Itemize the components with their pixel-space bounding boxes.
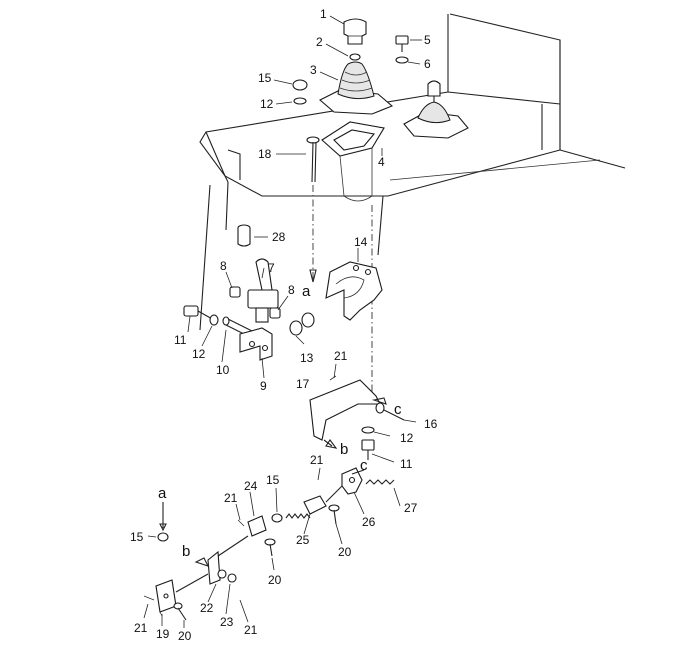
lever-7 xyxy=(247,258,279,323)
callout-15-mid: 15 xyxy=(266,473,280,487)
callout-4: 4 xyxy=(378,155,385,169)
callout-25: 25 xyxy=(296,533,310,547)
callout-28: 28 xyxy=(272,230,286,244)
callout-21-d: 21 xyxy=(244,623,258,637)
leader-lines xyxy=(143,15,422,628)
nut-15-top xyxy=(292,79,308,91)
right-lever-assembly xyxy=(403,80,469,139)
callout-15-bottom: 15 xyxy=(130,530,144,544)
callout-16: 16 xyxy=(424,417,438,431)
marker-a-bottom: a xyxy=(158,485,167,502)
callout-21-b: 21 xyxy=(310,453,324,467)
lever-knob xyxy=(343,18,367,45)
callout-6: 6 xyxy=(424,57,431,71)
callout-13: 13 xyxy=(300,351,314,365)
callout-1: 1 xyxy=(320,7,327,21)
joint-24 xyxy=(247,515,276,557)
callout-labels: 1 2 3 5 6 15 12 4 18 28 14 7 8 8 a 11 12… xyxy=(130,7,438,643)
nut-15-bottom xyxy=(157,532,169,542)
callout-21-c: 21 xyxy=(224,491,238,505)
callout-23: 23 xyxy=(220,615,234,629)
console-panel xyxy=(199,13,626,395)
lever-boot xyxy=(319,61,394,115)
callout-9: 9 xyxy=(260,379,267,393)
bolt-5 xyxy=(395,35,409,52)
rod-18 xyxy=(306,136,320,183)
block-19 xyxy=(155,579,177,617)
callout-5: 5 xyxy=(424,33,431,47)
washer-12-left xyxy=(209,314,219,326)
bolt-11-left xyxy=(183,305,215,321)
bracket-9 xyxy=(239,327,273,361)
callout-20-lower: 20 xyxy=(268,573,282,587)
marker-c-right: c xyxy=(394,401,402,418)
callout-15-top: 15 xyxy=(258,71,272,85)
spacer-28 xyxy=(237,224,251,247)
marker-a-top: a xyxy=(302,283,311,300)
bolt-20-bottom xyxy=(173,602,187,621)
lever-17 xyxy=(309,375,381,441)
arrow-a xyxy=(309,269,317,283)
callout-19: 19 xyxy=(156,627,170,641)
marker-b-bottom: b xyxy=(182,543,190,560)
clevis-22 xyxy=(207,550,237,585)
callout-7: 7 xyxy=(268,261,275,275)
marker-b-mid: b xyxy=(340,441,348,458)
callout-12-top: 12 xyxy=(260,97,274,111)
boot-plate-4 xyxy=(321,121,385,202)
callout-20-bottom: 20 xyxy=(178,629,192,643)
callout-2: 2 xyxy=(316,35,323,49)
bolt-20-mid xyxy=(328,504,340,525)
callout-27: 27 xyxy=(404,501,418,515)
callout-10: 10 xyxy=(216,363,230,377)
callout-20-mid: 20 xyxy=(338,545,352,559)
callout-21-e: 21 xyxy=(134,621,148,635)
bracket-14 xyxy=(325,261,383,321)
washer-12-mid xyxy=(361,426,375,434)
bushing-8-right xyxy=(269,307,281,319)
callout-11-mid: 11 xyxy=(400,457,413,471)
bushing-8-left xyxy=(229,286,241,298)
callout-8-left: 8 xyxy=(220,259,227,273)
nut-2 xyxy=(349,53,361,61)
washer-6 xyxy=(395,56,409,64)
callout-17: 17 xyxy=(296,377,310,391)
callout-22: 22 xyxy=(200,601,214,615)
callout-12-left: 12 xyxy=(192,347,206,361)
washer-12-top xyxy=(293,97,307,105)
nut-15-mid xyxy=(271,513,283,523)
callout-26: 26 xyxy=(362,515,376,529)
rod-25 xyxy=(285,485,343,519)
callout-12-mid: 12 xyxy=(400,431,414,445)
callout-18: 18 xyxy=(258,147,272,161)
bolt-11-mid xyxy=(361,439,375,460)
bolt-16 xyxy=(375,402,405,421)
spring-27 xyxy=(365,479,395,485)
callout-8-right: 8 xyxy=(288,283,295,297)
bushing-13b xyxy=(301,312,315,328)
callout-24: 24 xyxy=(244,479,258,493)
marker-c-mid: c xyxy=(360,457,368,474)
link-26 xyxy=(341,467,363,495)
callout-3: 3 xyxy=(310,63,317,77)
callout-21-a: 21 xyxy=(334,349,348,363)
bushing-13a xyxy=(289,320,303,336)
callout-14: 14 xyxy=(354,235,368,249)
callout-11-left: 11 xyxy=(174,333,187,347)
